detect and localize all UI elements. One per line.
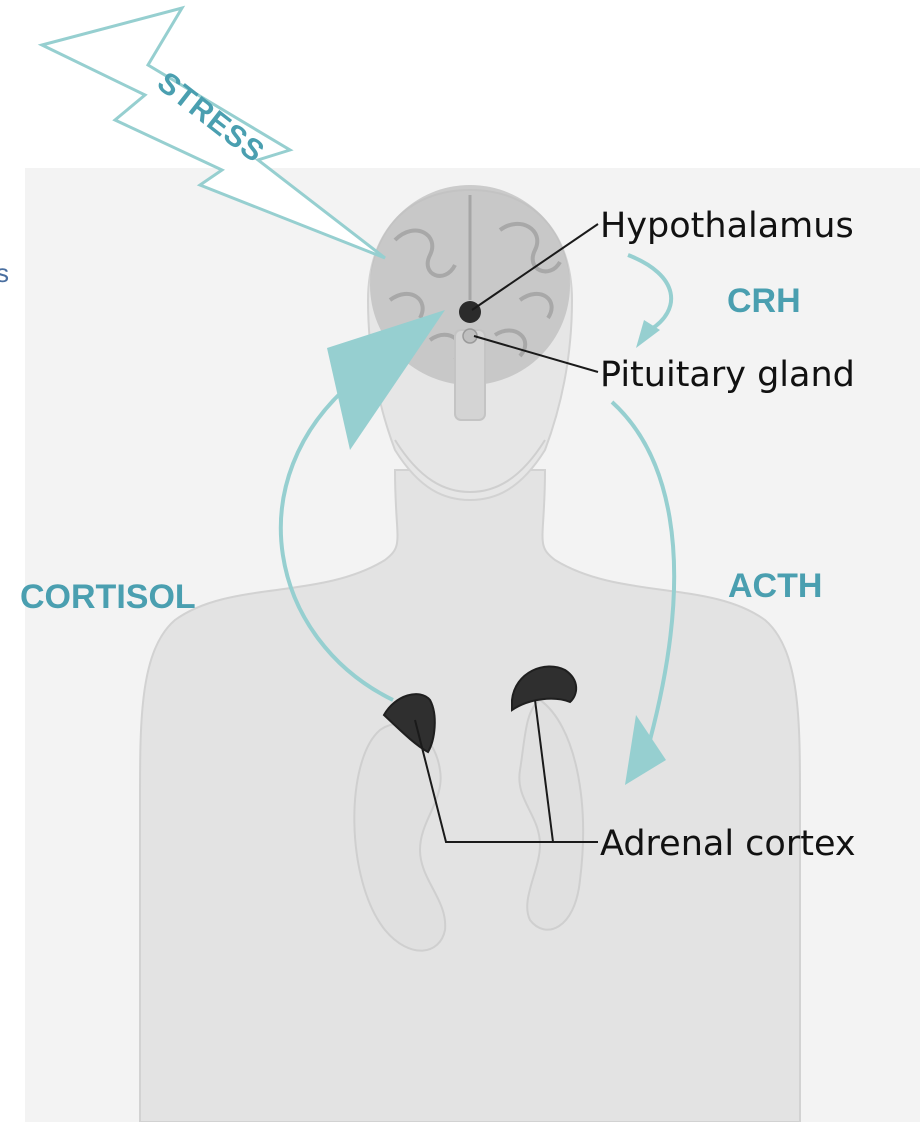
acth-label: ACTH <box>728 567 822 605</box>
hypothalamus-marker <box>459 301 481 323</box>
adrenal-cortex-label: Adrenal cortex <box>600 824 856 864</box>
crh-label: CRH <box>727 282 801 320</box>
edge-mark: s <box>0 258 9 288</box>
hypothalamus-label: Hypothalamus <box>600 206 854 246</box>
pituitary-gland-label: Pituitary gland <box>600 355 855 395</box>
cortisol-label: CORTISOL <box>20 578 196 616</box>
